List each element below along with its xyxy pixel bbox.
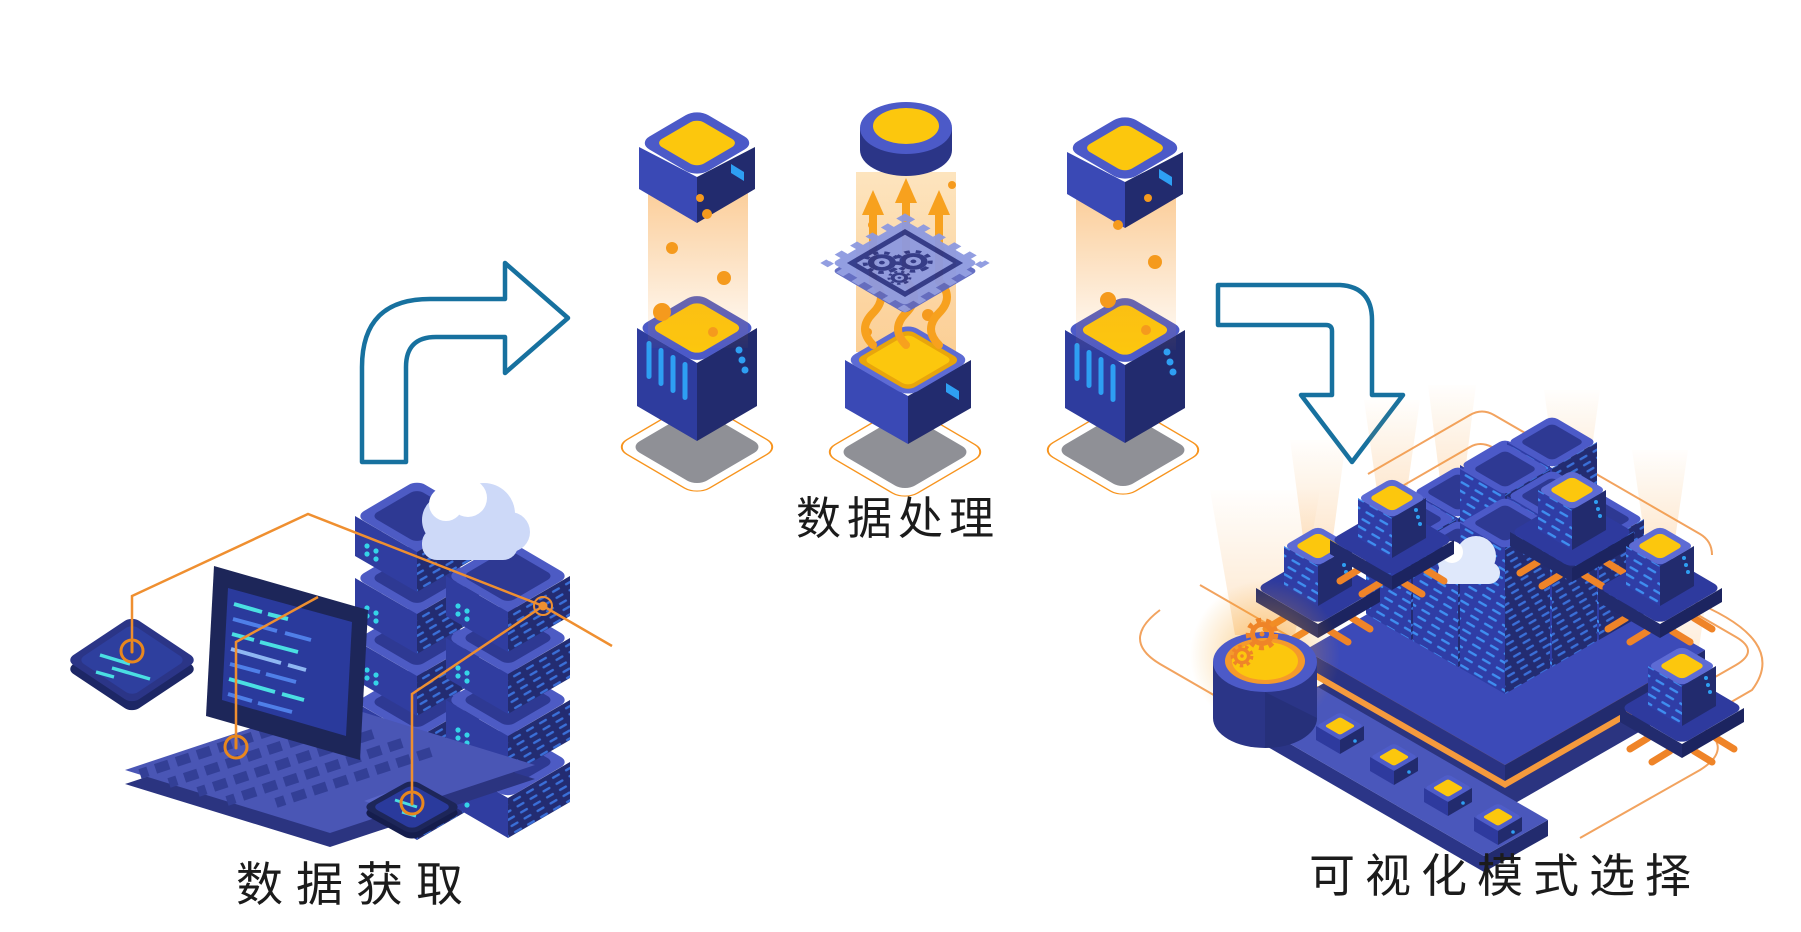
falling-dots-icon — [1100, 194, 1162, 335]
upload-arrows-icon — [862, 178, 950, 215]
data-transfer-column — [1039, 113, 1207, 500]
tablet-icon — [70, 618, 194, 711]
processing-column — [820, 102, 990, 502]
connection-node-icon — [538, 601, 548, 611]
smartphone-icon — [366, 781, 458, 839]
conveyor-chips-icon — [1254, 687, 1548, 872]
data-transfer-column — [613, 108, 781, 497]
connection-node-icon — [533, 596, 553, 616]
gear-cylinder-icon — [1190, 580, 1340, 748]
flow-arrow-up-right-icon — [359, 260, 571, 465]
flow-arrow-right-down-icon — [1215, 282, 1406, 465]
stage-label-data-acquisition: 数据获取 — [236, 858, 476, 911]
connection-line — [130, 512, 613, 804]
cloud-icon — [422, 479, 530, 560]
stage-data-acquisition-illustration — [70, 479, 613, 847]
stage-data-processing-illustration — [613, 102, 1207, 502]
disk-icon — [860, 102, 952, 176]
stage-label-data-processing: 数据处理 — [795, 493, 1001, 544]
stage-visualization-illustration — [1139, 385, 1764, 872]
cpu-chip-icon — [820, 213, 990, 313]
falling-dots-icon — [653, 194, 731, 337]
stage-label-visualization-mode-selection: 可视化模式选择 — [1309, 850, 1701, 902]
